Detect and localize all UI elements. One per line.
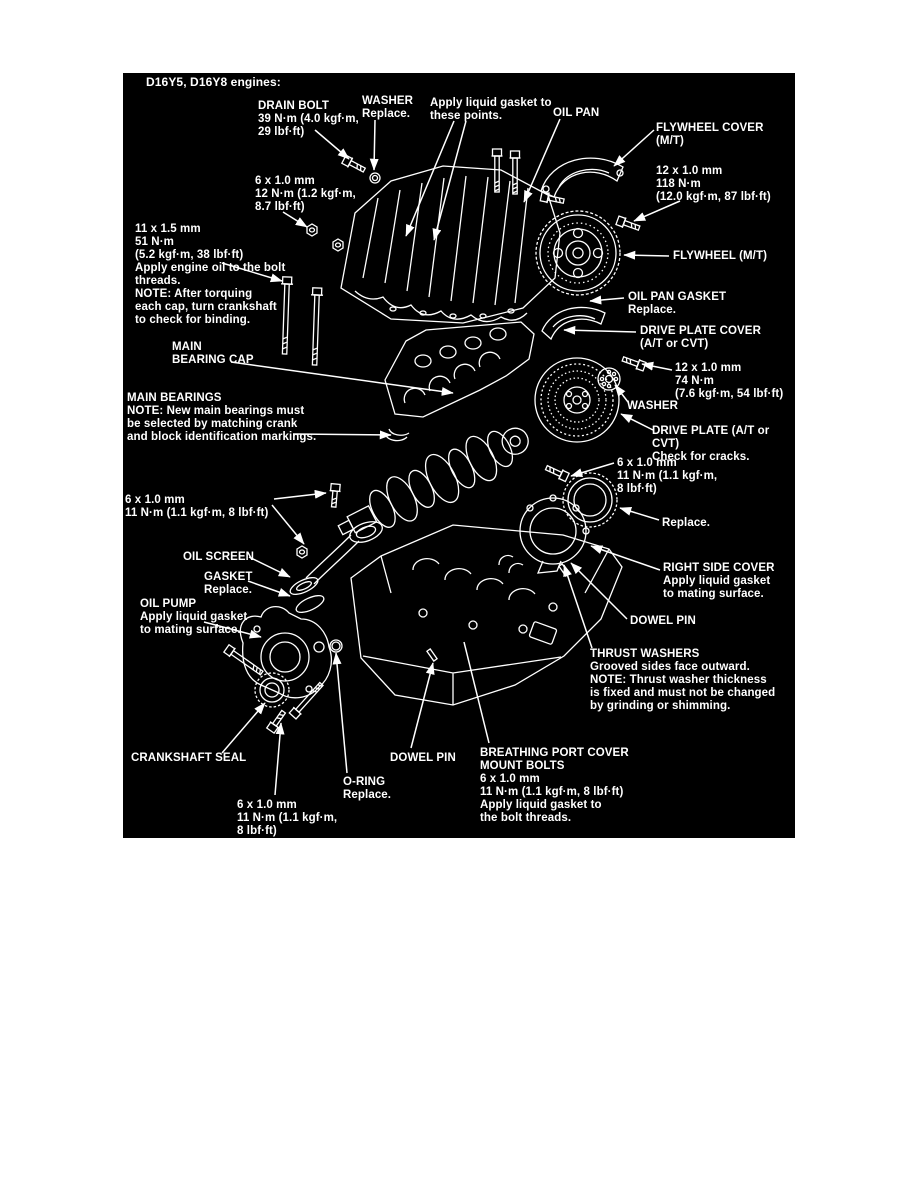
label-drive-plate-bolt-spec: 12 x 1.0 mm 74 N·m (7.6 kgf·m, 54 lbf·ft… bbox=[675, 362, 784, 400]
rear-seal-drawing bbox=[562, 472, 618, 528]
label-oil-pump: OIL PUMP Apply liquid gasket to mating s… bbox=[140, 598, 248, 636]
label-oil-pan-bolt-spec: 6 x 1.0 mm 12 N·m (1.2 kgf·m, 8.7 lbf·ft… bbox=[255, 175, 356, 213]
label-drive-plate: DRIVE PLATE (A/T or CVT) Check for crack… bbox=[652, 425, 770, 463]
drive-plate-cover-drawing bbox=[541, 306, 606, 341]
label-drive-plate-cover: DRIVE PLATE COVER (A/T or CVT) bbox=[640, 325, 761, 350]
label-crank-bolt-spec-bottom: 6 x 1.0 mm 11 N·m (1.1 kgf·m, 8 lbf·ft) bbox=[237, 799, 338, 837]
label-main-bearings: MAIN BEARINGS NOTE: New main bearings mu… bbox=[127, 392, 317, 443]
label-drain-bolt: DRAIN BOLT 39 N·m (4.0 kgf·m, 29 lbf·ft) bbox=[258, 100, 359, 138]
oil-pump-drawing bbox=[222, 606, 333, 699]
diagram-panel: D16Y5, D16Y8 engines: DRAIN BOLT 39 N·m … bbox=[123, 73, 795, 838]
label-engine-header: D16Y5, D16Y8 engines: bbox=[146, 75, 281, 89]
drive-plate-drawing bbox=[534, 357, 620, 443]
o-ring-drawing bbox=[329, 639, 343, 653]
label-washer-top: WASHER Replace. bbox=[362, 95, 414, 120]
crankshaft-seal-drawing bbox=[254, 672, 327, 735]
label-oil-pan: OIL PAN bbox=[553, 107, 600, 119]
label-cover-bolt-spec-left: 6 x 1.0 mm 11 N·m (1.1 kgf·m, 8 lbf·ft) bbox=[125, 494, 269, 519]
label-oil-screen: OIL SCREEN bbox=[183, 551, 255, 563]
label-washer-right: WASHER bbox=[627, 400, 679, 412]
label-o-ring: O-RING Replace. bbox=[343, 776, 392, 801]
breathing-port-cover-drawing bbox=[528, 621, 558, 645]
label-crankshaft-seal: CRANKSHAFT SEAL bbox=[131, 752, 247, 764]
oil-screen-drawing bbox=[289, 482, 383, 614]
label-right-side-cover: RIGHT SIDE COVER Apply liquid gasket to … bbox=[663, 562, 775, 600]
label-cover-bolt-spec-right: 6 x 1.0 mm 11 N·m (1.1 kgf·m, 8 lbf·ft) bbox=[617, 457, 718, 495]
label-dowel-pin-right: DOWEL PIN bbox=[630, 615, 696, 627]
drain-bolt-drawing bbox=[340, 153, 381, 184]
thrust-washers-drawing bbox=[498, 554, 524, 574]
flywheel-cover-drawing bbox=[539, 157, 624, 208]
label-flywheel-cover: FLYWHEEL COVER (M/T) bbox=[656, 122, 764, 147]
label-gasket: GASKET Replace. bbox=[204, 571, 253, 596]
label-oil-pan-gasket: OIL PAN GASKET Replace. bbox=[628, 291, 727, 316]
main-bearing-cap-drawing bbox=[277, 276, 535, 418]
label-flywheel-bolt-spec: 12 x 1.0 mm 118 N·m (12.0 kgf·m, 87 lbf·… bbox=[656, 165, 771, 203]
label-thrust-washers: THRUST WASHERS Grooved sides face outwar… bbox=[590, 648, 776, 712]
crankshaft-drawing bbox=[337, 427, 529, 536]
engine-exploded-drawing bbox=[203, 118, 681, 796]
flywheel-drawing bbox=[535, 210, 642, 296]
label-breathing-port-cover: BREATHING PORT COVER MOUNT BOLTS 6 x 1.0… bbox=[480, 747, 629, 824]
label-apply-gasket-points: Apply liquid gasket to these points. bbox=[430, 97, 552, 122]
label-main-cap-bolt-spec: 11 x 1.5 mm 51 N·m (5.2 kgf·m, 38 lbf·ft… bbox=[135, 223, 286, 326]
drive-plate-washer-drawing bbox=[597, 353, 648, 391]
label-dowel-pin-bottom: DOWEL PIN bbox=[390, 752, 456, 764]
right-side-cover-drawing bbox=[519, 462, 590, 574]
engine-block-drawing bbox=[350, 524, 623, 706]
label-seal-replace: Replace. bbox=[662, 517, 711, 529]
dowel-pins-drawing bbox=[426, 563, 570, 662]
label-flywheel: FLYWHEEL (M/T) bbox=[673, 250, 768, 262]
leader-lines bbox=[203, 118, 681, 796]
oil-pan-drawing bbox=[340, 165, 561, 324]
label-main-bearing-cap: MAIN BEARING CAP bbox=[172, 341, 254, 366]
